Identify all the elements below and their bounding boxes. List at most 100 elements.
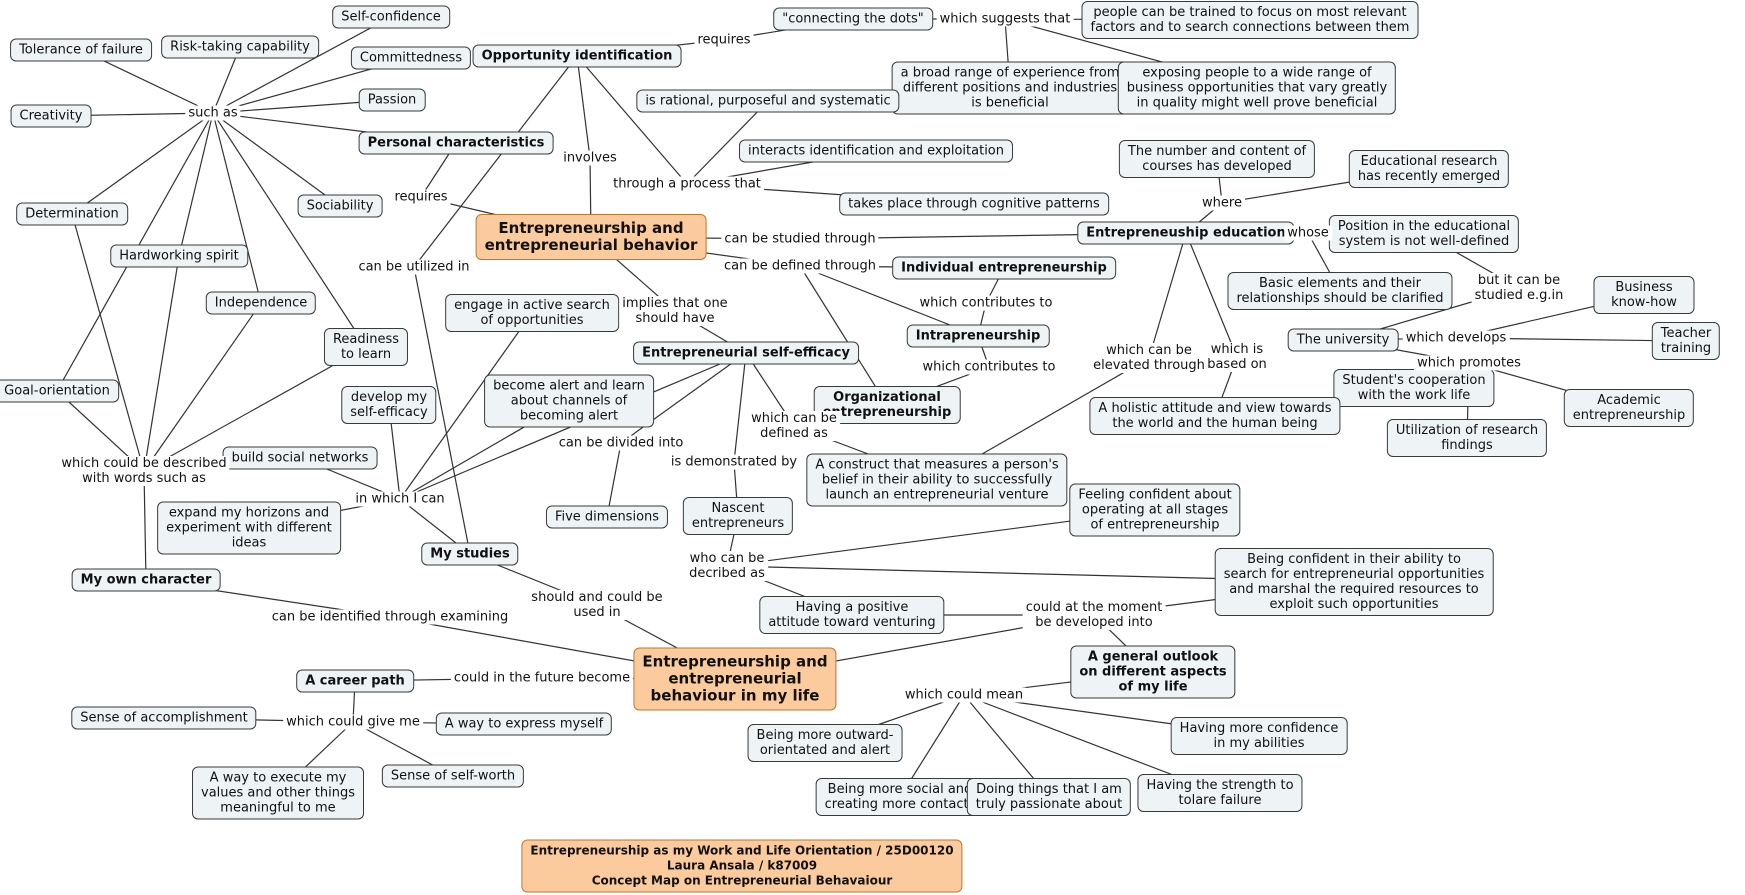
node-tolerance-of-failure[interactable]: Tolerance of failure [10, 38, 152, 62]
node-more-confidence[interactable]: Having more confidence in my abilities [1170, 717, 1348, 755]
label-implies: implies that one should have [619, 296, 731, 326]
label-involves: involves [560, 150, 620, 166]
node-sense-of-accomplishment[interactable]: Sense of accomplishment [71, 706, 257, 730]
node-entrepreneurship-behavior[interactable]: Entrepreneurship and entrepreneurial beh… [475, 214, 707, 260]
connector-line [71, 112, 214, 215]
node-construct-measures[interactable]: A construct that measures a person's bel… [806, 453, 1068, 507]
label-future-become: could in the future become [450, 670, 634, 686]
node-personal-characteristics[interactable]: Personal characteristics [358, 131, 554, 155]
connector-line [71, 213, 145, 472]
node-independence[interactable]: Independence [205, 291, 317, 315]
node-individual-entrepreneurship[interactable]: Individual entrepreneurship [892, 256, 1116, 280]
node-cognitive-patterns[interactable]: takes place through cognitive patterns [839, 192, 1109, 216]
node-nascent-entrepreneurs[interactable]: Nascent entrepreneurs [682, 497, 794, 535]
node-committedness[interactable]: Committedness [350, 46, 472, 70]
label-identified-through: can be identified through examining [268, 609, 512, 625]
node-risk-taking[interactable]: Risk-taking capability [161, 35, 319, 59]
node-creativity[interactable]: Creativity [10, 104, 92, 128]
node-outward-orientated[interactable]: Being more outward- orientated and alert [747, 724, 903, 762]
node-hardworking-spirit[interactable]: Hardworking spirit [110, 244, 248, 268]
label-could-give-me: which could give me [283, 714, 423, 730]
node-goal-orientation[interactable]: Goal-orientation [0, 379, 119, 403]
node-career-path[interactable]: A career path [296, 669, 414, 693]
node-the-university[interactable]: The university [1287, 328, 1399, 352]
node-build-social-networks[interactable]: build social networks [222, 446, 378, 470]
node-number-of-courses[interactable]: The number and content of courses has de… [1118, 140, 1316, 178]
label-which-promotes: which promotes [1414, 355, 1524, 371]
node-expand-horizons[interactable]: expand my horizons and experiment with d… [157, 501, 341, 555]
node-self-confidence[interactable]: Self-confidence [332, 5, 450, 29]
label-divided-into: can be divided into [555, 435, 687, 451]
label-which-suggests-that: which suggests that [936, 11, 1074, 27]
node-general-outlook[interactable]: A general outlook on different aspects o… [1070, 645, 1236, 699]
node-business-know-how[interactable]: Business know-how [1593, 276, 1695, 314]
connector-line [178, 112, 214, 257]
node-students-cooperation[interactable]: Student's cooperation with the work life [1333, 369, 1495, 407]
node-my-own-character[interactable]: My own character [71, 568, 221, 592]
node-educational-research[interactable]: Educational research has recently emerge… [1348, 150, 1510, 188]
label-defined-through: can be defined through [720, 258, 880, 274]
node-connecting-the-dots[interactable]: "connecting the dots" [773, 7, 933, 31]
node-confident-search[interactable]: Being confident in their ability to sear… [1214, 548, 1494, 616]
label-developed-into: could at the moment be developed into [1022, 600, 1166, 630]
label-such-as: such as [185, 105, 241, 121]
node-develop-self-efficacy[interactable]: develop my self-efficacy [341, 386, 437, 424]
node-interacts-identification[interactable]: interacts identification and exploitatio… [738, 139, 1014, 163]
node-positive-attitude[interactable]: Having a positive attitude toward ventur… [759, 596, 945, 634]
connector-line [1148, 232, 1187, 359]
node-rational-purposeful[interactable]: is rational, purposeful and systematic [636, 89, 900, 113]
node-entrepreneurial-self-efficacy[interactable]: Entrepreneurial self-efficacy [633, 341, 859, 365]
connector-line [212, 112, 341, 207]
label-based-on: which is based on [1204, 342, 1270, 372]
node-academic-entrepreneurship[interactable]: Academic entrepreneurship [1563, 389, 1695, 427]
connector-line [143, 470, 147, 581]
node-passion[interactable]: Passion [358, 88, 426, 112]
connector-line [606, 442, 622, 518]
node-sense-of-self-worth[interactable]: Sense of self-worth [381, 764, 525, 788]
node-strength-tolerate-failure[interactable]: Having the strength to tolare failure [1137, 774, 1303, 812]
label-through-a-process: through a process that [610, 176, 764, 192]
node-more-social[interactable]: Being more social and creating more cont… [815, 778, 985, 816]
label-in-which-i-can: in which I can [352, 491, 448, 507]
node-people-can-be-trained[interactable]: people can be trained to focus on most r… [1081, 1, 1419, 39]
label-demonstrated-by: is demonstrated by [667, 454, 801, 470]
node-teacher-training[interactable]: Teacher training [1651, 322, 1721, 360]
node-organizational-entrepreneurship[interactable]: Organizational entrepreneurship [813, 386, 961, 424]
label-requires-2: requires [391, 189, 451, 205]
node-my-studies[interactable]: My studies [421, 542, 519, 566]
connector-line [620, 352, 747, 444]
connector-line [799, 265, 979, 337]
footer-title-box: Entrepreneurship as my Work and Life Ori… [521, 839, 963, 893]
connector-line [413, 55, 578, 268]
node-determination[interactable]: Determination [16, 202, 128, 226]
connector-line [143, 346, 367, 472]
label-elevated-through: which can be elevated through [1090, 343, 1208, 373]
node-way-to-express[interactable]: A way to express myself [435, 712, 613, 736]
node-exposing-people[interactable]: exposing people to a wide range of busin… [1117, 61, 1397, 115]
node-execute-values[interactable]: A way to execute my values and other thi… [192, 766, 364, 820]
node-broad-range-experience[interactable]: a broad range of experience from differe… [891, 61, 1129, 115]
connector-line [399, 312, 533, 500]
node-passionate-things[interactable]: Doing things that I am truly passionate … [966, 778, 1132, 816]
node-entrepreneurship-education[interactable]: Entrepreneuship education [1077, 221, 1295, 245]
label-whose: whose [1284, 225, 1332, 241]
connector-line [576, 55, 688, 185]
node-intrapreneurship[interactable]: Intrapreneurship [906, 324, 1050, 348]
node-sociability[interactable]: Sociability [297, 194, 383, 218]
node-become-alert[interactable]: become alert and learn about channels of… [484, 374, 654, 428]
node-holistic-attitude[interactable]: A holistic attitude and view towards the… [1089, 397, 1341, 435]
node-utilization-research[interactable]: Utilization of research findings [1386, 419, 1548, 457]
node-readiness-to-learn[interactable]: Readiness to learn [323, 328, 409, 366]
node-opportunity-identification[interactable]: Opportunity identification [472, 44, 682, 68]
node-position-educational[interactable]: Position in the educational system is no… [1328, 215, 1520, 253]
label-defined-as: which can be defined as [748, 411, 840, 441]
node-five-dimensions[interactable]: Five dimensions [545, 505, 669, 529]
node-entrepreneurship-in-my-life[interactable]: Entrepreneurship and entrepreneurial beh… [633, 647, 837, 711]
connector-line [799, 265, 888, 406]
connector-line [212, 16, 392, 114]
node-basic-elements[interactable]: Basic elements and their relationships s… [1227, 272, 1453, 310]
label-studied-through: can be studied through [721, 231, 879, 247]
node-feeling-confident[interactable]: Feeling confident about operating at all… [1069, 483, 1241, 537]
node-engage-active-search[interactable]: engage in active search of opportunities [445, 294, 619, 332]
